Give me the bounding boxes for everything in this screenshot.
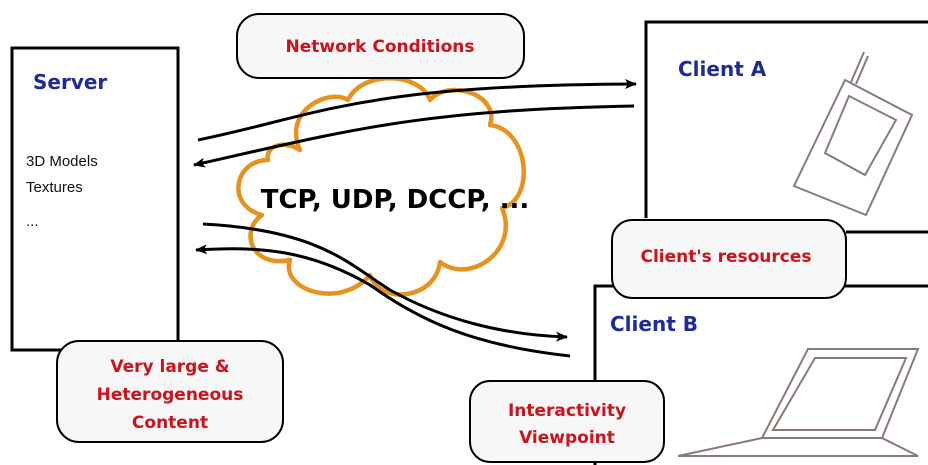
network-conditions-callout: Network Conditions [236, 13, 525, 79]
server-content-item: 3D Models [26, 153, 98, 170]
network-conditions-label: Network Conditions [286, 37, 475, 57]
network-cloud: TCP, UDP, DCCP, ... [236, 76, 530, 297]
clients-resources-callout: Client's resources [611, 219, 847, 299]
arrow-server-to-client-a [197, 79, 637, 142]
client-b-title: Client B [610, 312, 698, 336]
arrows-client-b [195, 222, 571, 358]
content-label-line: Very large & [110, 357, 229, 377]
interactivity-callout: Interactivity Viewpoint [469, 380, 665, 463]
cloud-label: TCP, UDP, DCCP, ... [261, 185, 530, 215]
client-a-title: Client A [678, 57, 767, 81]
interactivity-label-line: Interactivity [508, 401, 626, 421]
interactivity-label-line: Viewpoint [519, 428, 615, 448]
server-content-item: Textures [26, 179, 83, 196]
mobile-phone-icon [792, 51, 914, 217]
content-callout: Very large & Heterogeneous Content [56, 340, 284, 443]
arrow-server-to-client-b [202, 222, 568, 342]
arrow-client-b-to-server [195, 244, 571, 358]
arrow-client-a-to-server [193, 104, 635, 168]
arrows-client-a [193, 79, 637, 168]
clients-resources-label: Client's resources [640, 247, 811, 267]
server-box: Server 3D Models Textures ... [10, 46, 180, 352]
content-label-line: Heterogeneous [97, 385, 244, 405]
server-title: Server [33, 70, 107, 94]
server-content-item: ... [26, 213, 39, 230]
content-label-line: Content [132, 413, 208, 433]
client-a-box: Client A [644, 20, 928, 218]
laptop-icon [677, 348, 920, 457]
